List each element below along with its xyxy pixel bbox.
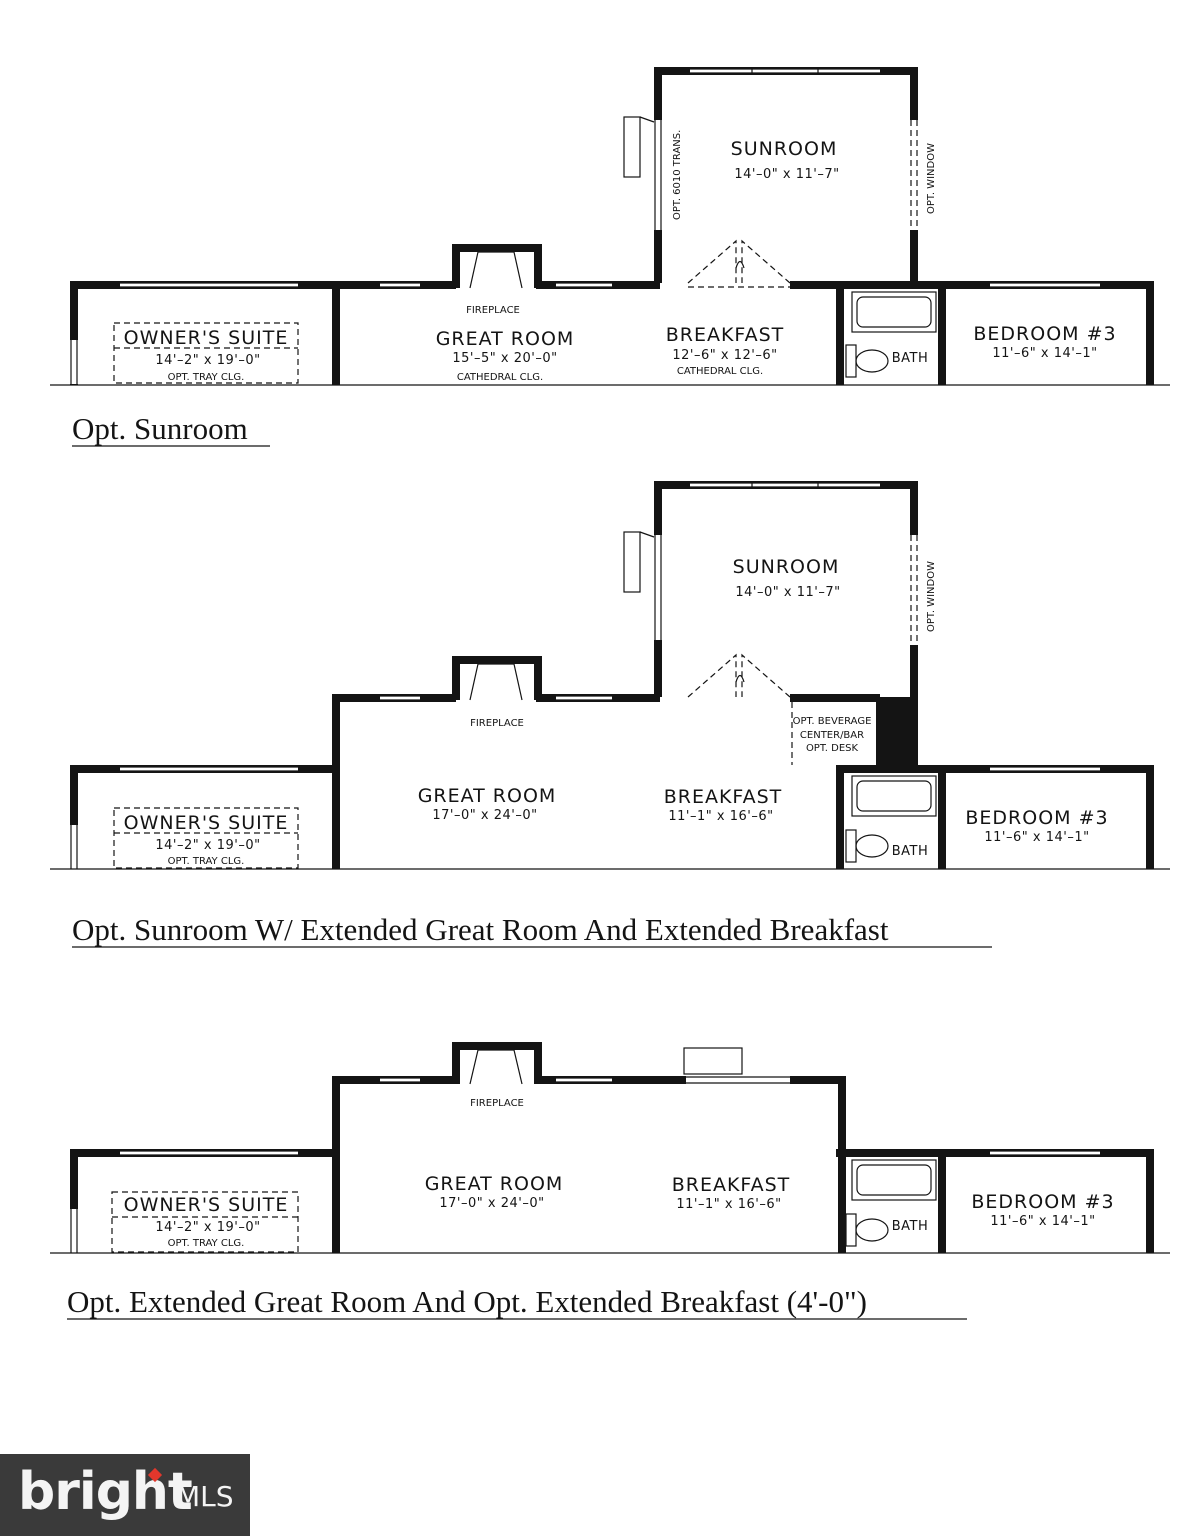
fireplace-label: FIREPLACE	[466, 305, 520, 316]
bedroom-label: BEDROOM #3	[973, 323, 1116, 345]
window-note: OPT. WINDOW	[926, 561, 937, 632]
bedroom-label: BEDROOM #3	[971, 1191, 1114, 1213]
owners-suite-label: OWNER'S SUITE	[124, 1194, 289, 1216]
bath-label: BATH	[892, 1219, 929, 1234]
great-room-dims: 15'–5" x 20'–0"	[452, 351, 557, 366]
great-room-dims: 17'–0" x 24'–0"	[432, 808, 537, 823]
bath-label: BATH	[892, 351, 929, 366]
bath-label: BATH	[892, 844, 929, 859]
beverage-note-3: OPT. DESK	[806, 743, 859, 754]
watermark-badge: bright MLS	[0, 1454, 250, 1536]
sunroom-dims: 14'–0" x 11'–7"	[734, 167, 839, 182]
breakfast-dims: 12'–6" x 12'–6"	[672, 348, 777, 363]
beverage-note-1: OPT. BEVERAGE	[793, 716, 872, 727]
owners-suite-dims: 14'–2" x 19'–0"	[155, 1220, 260, 1235]
sunroom-label: SUNROOM	[731, 138, 838, 160]
watermark-suffix: MLS	[176, 1480, 234, 1513]
beverage-note-2: CENTER/BAR	[800, 730, 864, 741]
bedroom-label: BEDROOM #3	[965, 807, 1108, 829]
owners-suite-label: OWNER'S SUITE	[124, 812, 289, 834]
breakfast-label: BREAKFAST	[666, 324, 785, 346]
plan-caption: Opt. Sunroom W/ Extended Great Room And …	[72, 912, 889, 947]
bedroom-dims: 11'–6" x 14'–1"	[990, 1214, 1095, 1229]
breakfast-dims: 11'–1" x 16'–6"	[668, 809, 773, 824]
owners-suite-label: OWNER'S SUITE	[124, 327, 289, 349]
great-room-label: GREAT ROOM	[425, 1173, 564, 1195]
breakfast-label: BREAKFAST	[664, 786, 783, 808]
watermark-brand: bright	[18, 1462, 193, 1522]
breakfast-label: BREAKFAST	[672, 1174, 791, 1196]
bedroom-dims: 11'–6" x 14'–1"	[984, 830, 1089, 845]
great-room-label: GREAT ROOM	[418, 785, 557, 807]
plan-sunroom-extended	[50, 481, 1170, 870]
bedroom-dims: 11'–6" x 14'–1"	[992, 346, 1097, 361]
plan-extended	[50, 1042, 1170, 1254]
owners-suite-note: OPT. TRAY CLG.	[168, 372, 245, 383]
great-room-dims: 17'–0" x 24'–0"	[439, 1196, 544, 1211]
trans-note: OPT. 6010 TRANS.	[672, 130, 683, 220]
great-room-label: GREAT ROOM	[436, 328, 575, 350]
owners-suite-note: OPT. TRAY CLG.	[168, 1238, 245, 1249]
plan-opt-sunroom	[50, 67, 1170, 386]
great-room-note: CATHEDRAL CLG.	[457, 372, 543, 383]
owners-suite-dims: 14'–2" x 19'–0"	[155, 353, 260, 368]
owners-suite-dims: 14'–2" x 19'–0"	[155, 838, 260, 853]
owners-suite-note: OPT. TRAY CLG.	[168, 856, 245, 867]
sunroom-label: SUNROOM	[733, 556, 840, 578]
window-note: OPT. WINDOW	[926, 143, 937, 214]
fireplace-label: FIREPLACE	[470, 718, 524, 729]
fireplace-label: FIREPLACE	[470, 1098, 524, 1109]
plan-caption: Opt. Sunroom	[72, 411, 248, 446]
plan-caption: Opt. Extended Great Room And Opt. Extend…	[67, 1284, 867, 1319]
sunroom-dims: 14'–0" x 11'–7"	[735, 585, 840, 600]
breakfast-note: CATHEDRAL CLG.	[677, 366, 763, 377]
breakfast-dims: 11'–1" x 16'–6"	[676, 1197, 781, 1212]
